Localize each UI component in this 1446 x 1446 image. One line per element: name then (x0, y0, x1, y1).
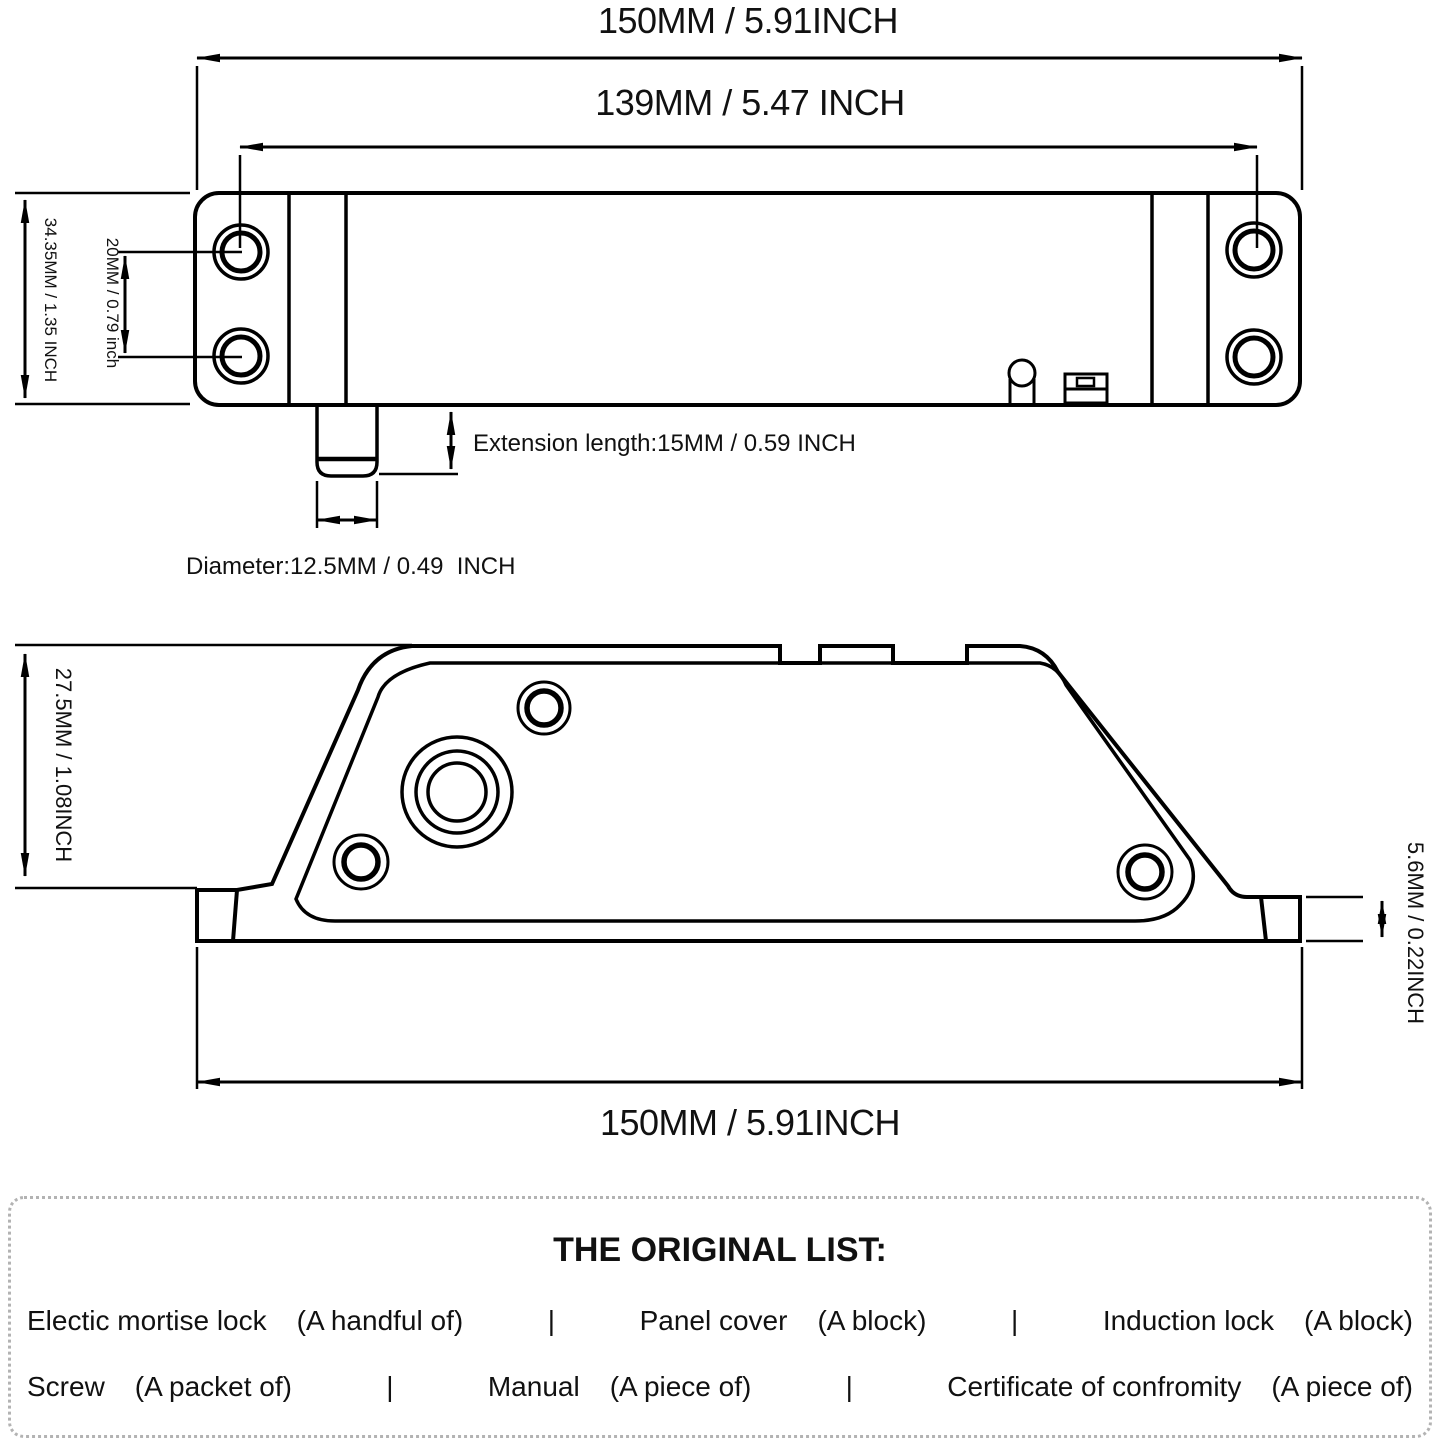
dim-side-height-label: 27.5MM / 1.08INCH (51, 668, 76, 862)
wire-connector (1063, 372, 1109, 405)
package-list-title: THE ORIGINAL LIST: (553, 1231, 887, 1269)
package-list-box: THE ORIGINAL LIST: Electic mortise lock … (8, 1196, 1432, 1438)
right-flange-edge (1259, 896, 1268, 942)
dim-plate-thickness-label: 5.6MM / 0.22INCH (1403, 842, 1428, 1024)
screw-hole-right (1116, 843, 1174, 901)
list-item-group: Certificate of confromity (A piece of) (947, 1371, 1413, 1403)
screw-hole-bottom-left (332, 833, 390, 891)
dimension-bolt-diameter (315, 481, 379, 528)
list-item-qty: (A block) (817, 1305, 927, 1336)
dim-width-total-label: 150MM / 5.91INCH (598, 0, 898, 41)
dimension-hole-spacing (118, 250, 242, 359)
left-flange-edge (231, 889, 239, 942)
mounting-hole-top-right (1225, 221, 1283, 279)
list-separator: | (845, 1371, 853, 1402)
list-item-group: Screw (A packet of) (27, 1371, 292, 1403)
package-list-row: Electic mortise lock (A handful of) | Pa… (27, 1305, 1413, 1337)
list-item-name: Screw (27, 1371, 105, 1402)
list-item-qty: (A block) (1304, 1305, 1413, 1336)
list-item-qty: (A piece of) (1271, 1371, 1413, 1402)
list-item-name: Panel cover (639, 1305, 788, 1336)
dimension-side-width (195, 947, 1304, 1089)
side-outline-inner (294, 661, 1196, 923)
dimension-width-holes (238, 142, 1259, 248)
list-item-name: Certificate of confromity (947, 1371, 1242, 1402)
dimension-side-height (15, 643, 412, 890)
list-item-qty: (A packet of) (134, 1371, 292, 1402)
dim-height-total-label: 34.35MM / 1.35 INCH (41, 218, 60, 382)
mounting-hole-bottom-right (1225, 328, 1283, 386)
list-item-group: Panel cover (A block) (640, 1305, 927, 1337)
latch-bolt (315, 405, 379, 478)
list-item-qty: (A handful of) (296, 1305, 464, 1336)
list-item-name: Electic mortise lock (27, 1305, 267, 1336)
dimension-width-total (195, 53, 1304, 190)
technical-drawing: 150MM / 5.91INCH 139MM / 5.47 INCH (15, 0, 1428, 1143)
list-separator: | (386, 1371, 394, 1402)
list-item-qty: (A piece of) (609, 1371, 752, 1402)
list-separator: | (547, 1305, 556, 1336)
list-item-name: Manual (487, 1371, 580, 1402)
list-item-group: Electic mortise lock (A handful of) (27, 1305, 463, 1337)
dimension-extension-length (379, 411, 458, 476)
dimension-plate-thickness (1306, 895, 1387, 943)
dimension-height-total (15, 191, 190, 406)
list-item-group: Induction lock (A block) (1103, 1305, 1413, 1337)
cylinder-hole (400, 735, 514, 849)
screw-hole-top (516, 680, 572, 736)
list-item-group: Manual (A piece of) (488, 1371, 751, 1403)
package-list-row: Screw (A packet of) | Manual (A piece of… (27, 1371, 1413, 1403)
dim-width-holes-label: 139MM / 5.47 INCH (595, 82, 905, 123)
list-separator: | (1010, 1305, 1019, 1336)
body-section-lines (287, 195, 1210, 403)
dim-extension-length-label: Extension length:15MM / 0.59 INCH (473, 430, 856, 457)
side-view: 27.5MM / 1.08INCH 5.6MM / 0.22INCH 150MM… (15, 643, 1428, 1143)
dim-hole-spacing-label: 20MM / 0.79 inch (103, 238, 122, 368)
lock-body-outline (193, 191, 1302, 407)
side-outline-outer (195, 644, 1302, 943)
list-item-name: Induction lock (1102, 1305, 1275, 1336)
dim-side-width-label: 150MM / 5.91INCH (600, 1102, 900, 1143)
top-view: 150MM / 5.91INCH 139MM / 5.47 INCH (15, 0, 1304, 580)
dim-bolt-diameter-label: Diameter:12.5MM / 0.49 INCH (186, 553, 515, 580)
sensor-pin (1007, 358, 1037, 403)
